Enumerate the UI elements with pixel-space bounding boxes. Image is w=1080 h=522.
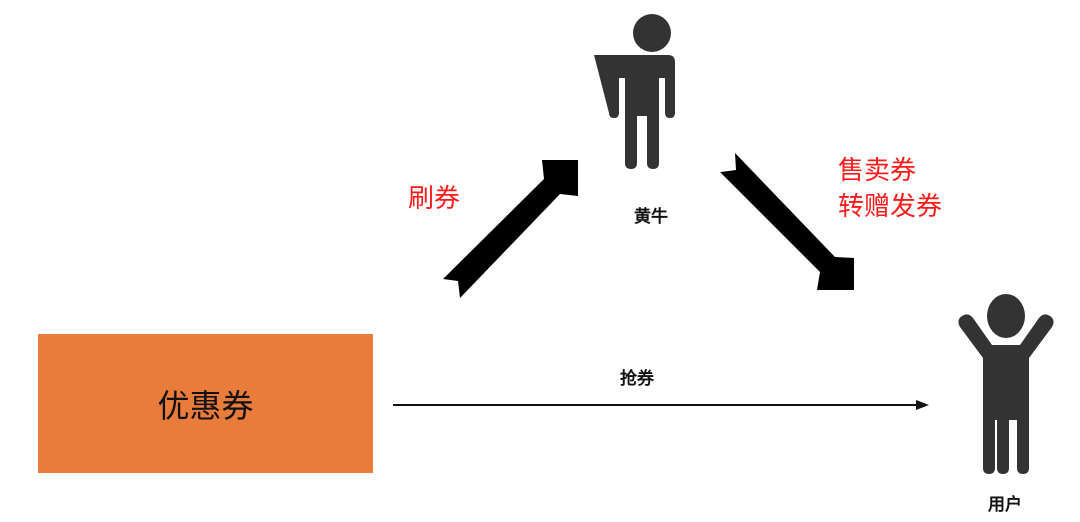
arrow-up-right-icon	[443, 160, 578, 298]
direct-arrowhead-icon	[916, 400, 929, 410]
user-label: 用户	[988, 495, 1022, 515]
scalper-actions-label: 售卖券 转赠发券	[838, 153, 942, 225]
scalper-label: 黄牛	[634, 207, 668, 227]
sell-coupon-line: 售卖券	[838, 156, 917, 186]
coupon-label: 优惠券	[157, 386, 254, 425]
person-standing-icon	[594, 14, 675, 169]
transfer-coupon-line: 转赠发券	[838, 192, 943, 222]
coupon-node: 优惠券	[38, 334, 373, 473]
brush-coupon-label: 刷券	[408, 184, 461, 214]
grab-coupon-label: 抢券	[620, 369, 654, 389]
person-arms-raised-icon	[958, 294, 1054, 474]
arrow-down-right-icon	[720, 153, 854, 290]
